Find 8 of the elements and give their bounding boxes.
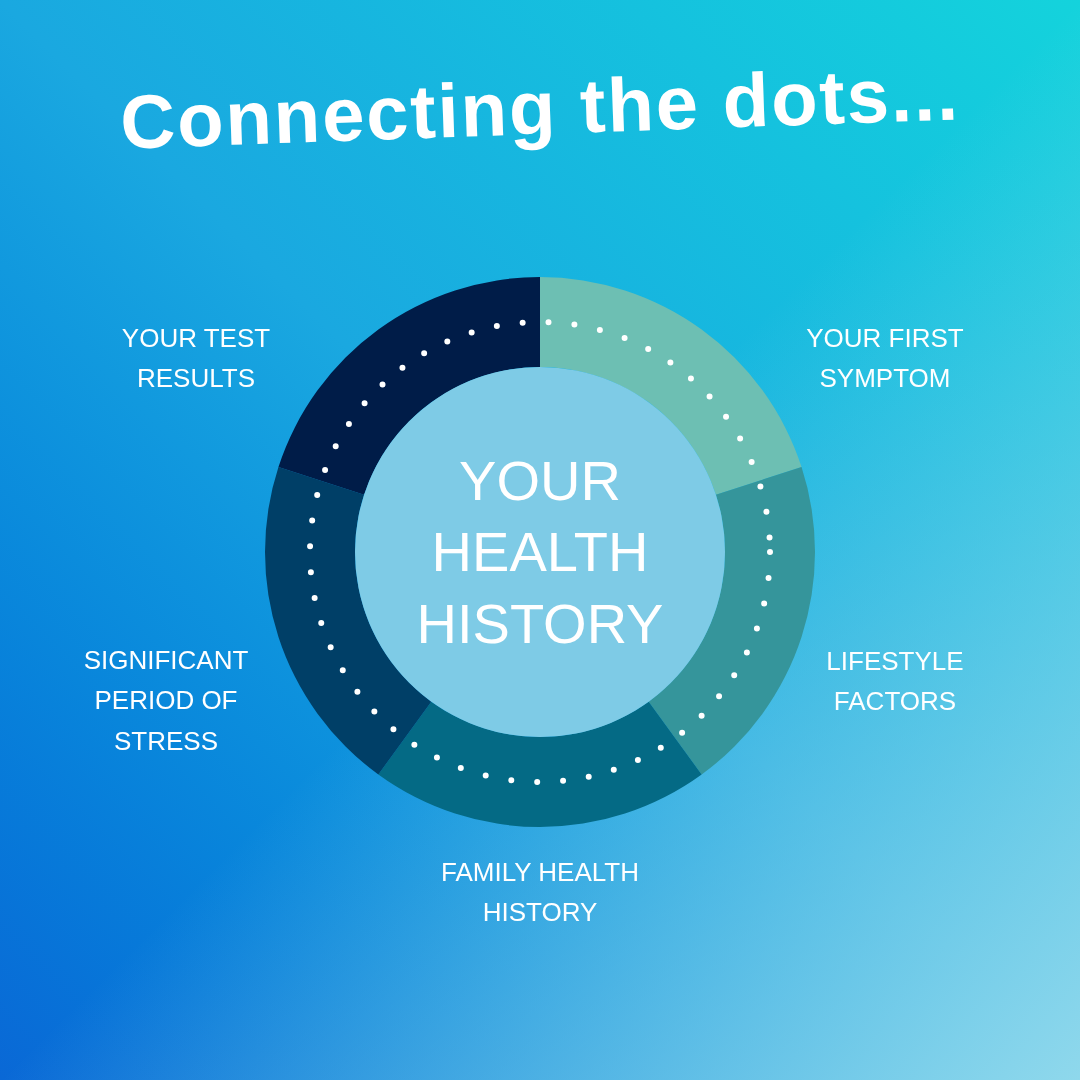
title: Connecting the dots... xyxy=(117,54,963,162)
center-text: YOUR HEALTH HISTORY xyxy=(415,448,665,657)
segment-label: YOUR TEST RESULTS xyxy=(120,321,272,395)
segment-label: LIFESTYLE FACTORS xyxy=(825,644,965,718)
ring-segment xyxy=(378,701,702,827)
segment-label: FAMILY HEALTH HISTORY xyxy=(440,855,640,929)
segment-label: YOUR FIRST SYMPTOM xyxy=(805,321,965,395)
segment-label: SIGNIFICANT PERIOD OF STRESS xyxy=(82,643,250,758)
